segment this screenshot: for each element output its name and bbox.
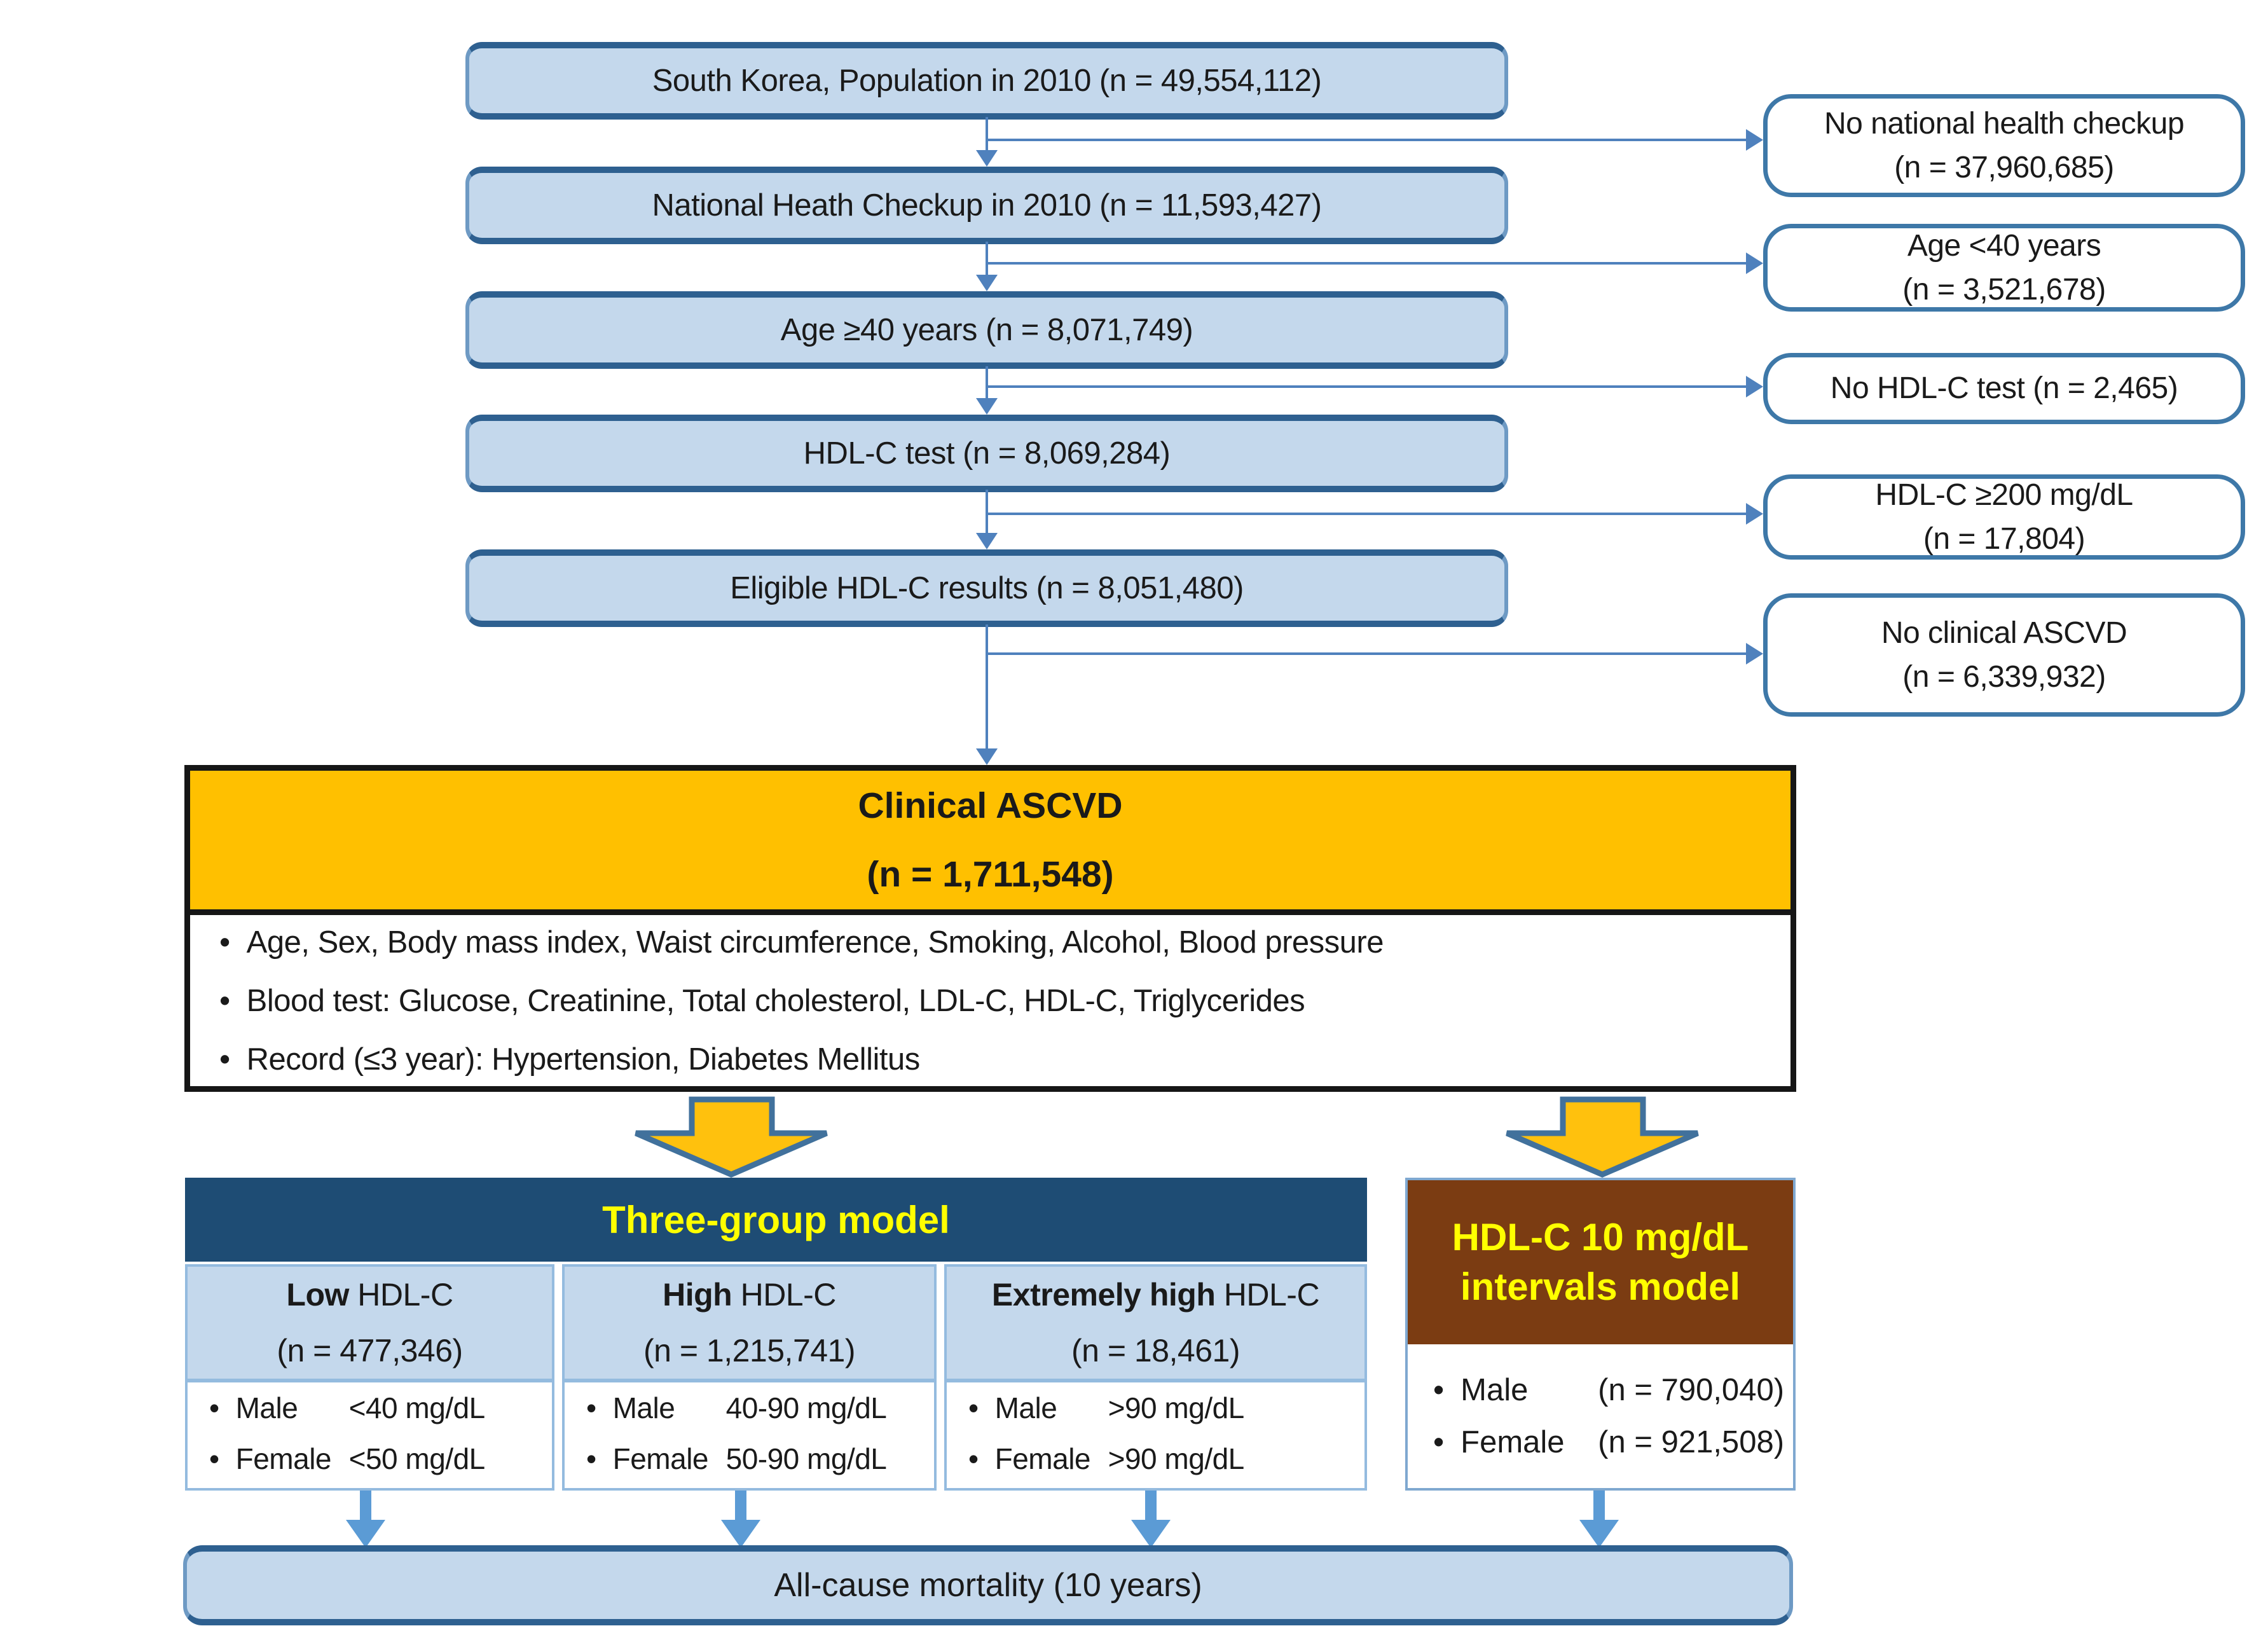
criteria-row: Male>90 mg/dL xyxy=(968,1391,1364,1425)
block-arrow-down-left-icon xyxy=(635,1096,828,1178)
exclusion-line: No HDL-C test (n = 2,465) xyxy=(1830,371,2178,406)
connector-down-line-3 xyxy=(986,366,988,398)
outcome-label: All-cause mortality (10 years) xyxy=(774,1567,1202,1604)
exclusion-branch-line-2 xyxy=(987,262,1747,265)
flow-box-hdl-test: HDL-C test (n = 8,069,284) xyxy=(465,415,1508,492)
intervals-model-box: HDL-C 10 mg/dL intervals model Male(n = … xyxy=(1405,1178,1796,1491)
group-row: Male(n = 790,040) xyxy=(1433,1372,1793,1408)
down-arrow-icon-4 xyxy=(976,533,998,549)
column-count: (n = 1,215,741) xyxy=(643,1333,856,1368)
column-low-header: Low HDL-C (n = 477,346) xyxy=(188,1267,552,1382)
block-arrow-down-right-icon xyxy=(1506,1096,1699,1178)
flow-box-label: Eligible HDL-C results (n = 8,051,480) xyxy=(730,571,1244,605)
exclusion-branch-line-1 xyxy=(987,139,1747,141)
outcome-arrow-stem-4 xyxy=(1593,1491,1605,1521)
exclusion-box-no-checkup: No national health checkup (n = 37,960,6… xyxy=(1763,94,2245,197)
flow-box-label: HDL-C test (n = 8,069,284) xyxy=(803,436,1171,471)
three-group-model-header: Three-group model xyxy=(185,1178,1367,1262)
outcome-arrow-stem-2 xyxy=(735,1491,746,1521)
outcome-box: All-cause mortality (10 years) xyxy=(183,1545,1793,1625)
flow-box-eligible: Eligible HDL-C results (n = 8,051,480) xyxy=(465,549,1508,627)
ascvd-bullet: Blood test: Glucose, Creatinine, Total c… xyxy=(219,983,1790,1019)
exclusion-line: Age <40 years xyxy=(1907,228,2101,263)
right-arrow-icon-1 xyxy=(1746,129,1763,151)
criteria-row: Female<50 mg/dL xyxy=(209,1442,552,1476)
outcome-arrow-stem-1 xyxy=(360,1491,371,1521)
intervals-model-title-line1: HDL-C 10 mg/dL xyxy=(1452,1216,1749,1258)
exclusion-count: (n = 17,804) xyxy=(1923,522,2086,556)
ascvd-details-box: Age, Sex, Body mass index, Waist circumf… xyxy=(184,909,1796,1092)
group-row: Female(n = 921,508) xyxy=(1433,1424,1793,1460)
exclusion-branch-line-5 xyxy=(987,652,1747,655)
flow-box-label: Age ≥40 years (n = 8,071,749) xyxy=(780,313,1193,347)
connector-down-line-5 xyxy=(986,624,988,748)
column-low-body: Male<40 mg/dL Female<50 mg/dL xyxy=(188,1382,552,1484)
down-arrow-icon-5 xyxy=(976,748,998,765)
ascvd-count: (n = 1,711,548) xyxy=(867,854,1114,895)
criteria-row: Male<40 mg/dL xyxy=(209,1391,552,1425)
exclusion-box-hdl-over-200: HDL-C ≥200 mg/dL (n = 17,804) xyxy=(1763,474,2245,560)
column-high-header: High HDL-C (n = 1,215,741) xyxy=(565,1267,934,1382)
exclusion-line: HDL-C ≥200 mg/dL xyxy=(1875,478,2133,512)
right-arrow-icon-4 xyxy=(1746,503,1763,525)
right-arrow-icon-3 xyxy=(1746,376,1763,397)
ascvd-title: Clinical ASCVD xyxy=(858,785,1123,826)
column-low-hdl: Low HDL-C (n = 477,346) Male<40 mg/dL Fe… xyxy=(185,1264,554,1491)
down-arrow-icon-3 xyxy=(976,398,998,415)
column-count: (n = 477,346) xyxy=(277,1333,463,1368)
right-arrow-icon-5 xyxy=(1746,643,1763,665)
exclusion-box-age-under-40: Age <40 years (n = 3,521,678) xyxy=(1763,224,2245,312)
outcome-arrow-stem-3 xyxy=(1145,1491,1157,1521)
ascvd-bullet: Record (≤3 year): Hypertension, Diabetes… xyxy=(219,1042,1790,1077)
exclusion-line: No national health checkup xyxy=(1824,106,2185,141)
outcome-arrow-icon-3 xyxy=(1131,1520,1171,1548)
criteria-row: Female>90 mg/dL xyxy=(968,1442,1364,1476)
flow-box-population: South Korea, Population in 2010 (n = 49,… xyxy=(465,42,1508,120)
outcome-arrow-icon-1 xyxy=(346,1520,385,1548)
intervals-model-title-line2: intervals model xyxy=(1460,1265,1741,1308)
down-arrow-icon-1 xyxy=(976,150,998,167)
exclusion-count: (n = 6,339,932) xyxy=(1902,660,2106,694)
exclusion-branch-line-4 xyxy=(987,513,1747,515)
right-arrow-icon-2 xyxy=(1746,252,1763,274)
exclusion-box-no-clinical-ascvd: No clinical ASCVD (n = 6,339,932) xyxy=(1763,593,2245,717)
flow-box-checkup: National Heath Checkup in 2010 (n = 11,5… xyxy=(465,167,1508,244)
exclusion-count: (n = 3,521,678) xyxy=(1902,273,2106,307)
column-title: High HDL-C xyxy=(663,1277,836,1313)
down-arrow-icon-2 xyxy=(976,275,998,291)
column-title: Low HDL-C xyxy=(286,1277,453,1313)
exclusion-box-no-hdl-test: No HDL-C test (n = 2,465) xyxy=(1763,353,2245,424)
flow-box-age40: Age ≥40 years (n = 8,071,749) xyxy=(465,291,1508,369)
connector-down-line-4 xyxy=(986,490,988,533)
outcome-arrow-icon-2 xyxy=(721,1520,760,1548)
connector-down-line-2 xyxy=(986,242,988,275)
column-extreme-body: Male>90 mg/dL Female>90 mg/dL xyxy=(947,1382,1364,1484)
column-extreme-header: Extremely high HDL-C (n = 18,461) xyxy=(947,1267,1364,1382)
intervals-model-header: HDL-C 10 mg/dL intervals model xyxy=(1408,1180,1793,1344)
ascvd-header-box: Clinical ASCVD (n = 1,711,548) xyxy=(184,765,1796,915)
connector-down-line-1 xyxy=(986,117,988,151)
flow-box-label: South Korea, Population in 2010 (n = 49,… xyxy=(652,64,1322,98)
flow-box-label: National Heath Checkup in 2010 (n = 11,5… xyxy=(652,188,1322,223)
column-count: (n = 18,461) xyxy=(1071,1333,1241,1368)
column-title: Extremely high HDL-C xyxy=(991,1277,1320,1313)
intervals-model-body: Male(n = 790,040) Female(n = 921,508) xyxy=(1408,1344,1793,1488)
exclusion-count: (n = 37,960,685) xyxy=(1894,151,2114,184)
outcome-arrow-icon-4 xyxy=(1579,1520,1619,1548)
column-extremely-high-hdl: Extremely high HDL-C (n = 18,461) Male>9… xyxy=(944,1264,1367,1491)
exclusion-line: No clinical ASCVD xyxy=(1881,616,2127,650)
three-group-model-title: Three-group model xyxy=(602,1198,950,1241)
exclusion-branch-line-3 xyxy=(987,385,1747,388)
ascvd-bullet: Age, Sex, Body mass index, Waist circumf… xyxy=(219,925,1790,960)
